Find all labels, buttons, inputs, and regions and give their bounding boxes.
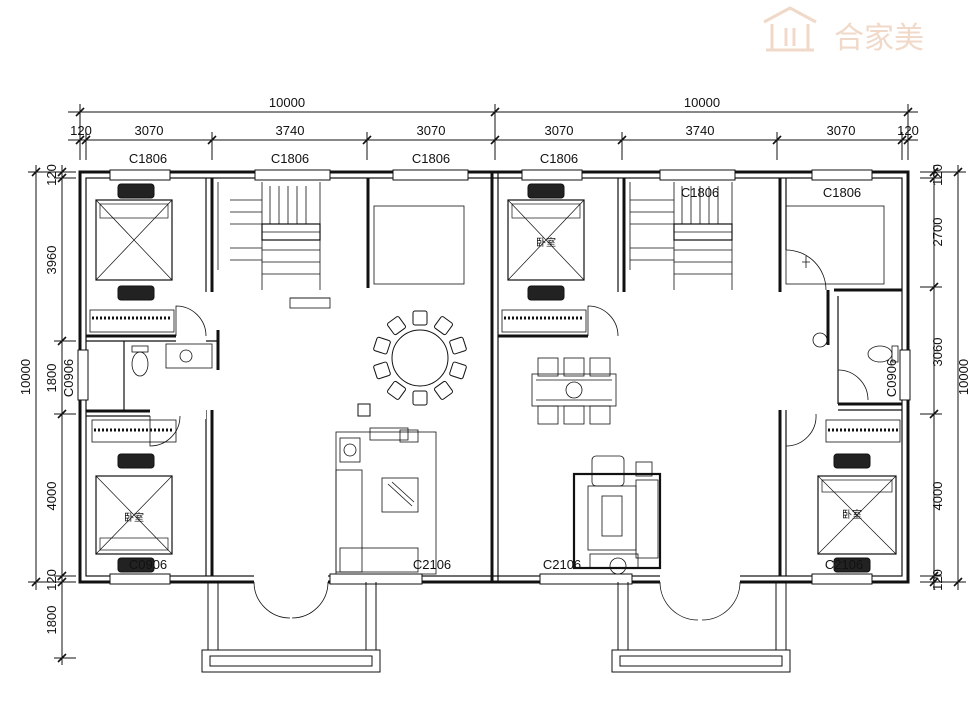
dining-chair	[412, 310, 428, 326]
window-label: C1806	[540, 151, 578, 166]
window-label: C0906	[129, 557, 167, 572]
house-logo-icon	[763, 6, 817, 52]
stairs-right	[629, 182, 733, 290]
dim-left-seg: 4000	[44, 482, 59, 511]
bedroom-label: 卧室	[842, 508, 862, 521]
bedroom-label: 卧室	[536, 236, 556, 249]
dim-top-seg: 3070	[545, 123, 574, 138]
dining-chair	[412, 390, 428, 406]
dining-chair	[387, 316, 406, 336]
stairs-left	[217, 182, 321, 290]
windows	[77, 169, 911, 585]
dim-top-seg: 3070	[417, 123, 446, 138]
dim-top-seg: 3070	[135, 123, 164, 138]
dining-chair	[387, 380, 406, 400]
dining-chair	[434, 316, 453, 336]
window-label: C2106	[413, 557, 451, 572]
dim-top-seg: 3740	[686, 123, 715, 138]
dining-table-round	[357, 310, 467, 417]
bathroom-left	[131, 343, 213, 377]
bathroom-right	[802, 256, 899, 363]
living-sofa-left	[335, 427, 437, 575]
dim-right-total: 10000	[956, 359, 970, 395]
watermark-brand: 合家美	[834, 21, 924, 56]
window-label: C2106	[543, 557, 581, 572]
dim-right-seg: 120	[930, 164, 945, 186]
dim-top-seg: 120	[897, 123, 919, 138]
porches	[201, 582, 791, 673]
watermark-logo: 合家美	[763, 6, 924, 56]
bedroom-bottom-right: 卧室	[817, 419, 901, 573]
bedroom-top-right: 卧室	[501, 183, 587, 333]
window-label: C1806	[271, 151, 309, 166]
dim-left-total: 10000	[18, 359, 33, 395]
dining-chair	[434, 380, 453, 400]
door-swings	[149, 249, 869, 621]
dim-right-seg: 4000	[930, 482, 945, 511]
dining-chair	[449, 361, 467, 380]
dining-chair	[373, 336, 391, 355]
dim-top-total-right: 10000	[684, 95, 720, 110]
dimension-labels: 10000 10000 120 3070 3740 3070 3070 3740…	[18, 95, 970, 634]
bedroom-label: 卧室	[124, 511, 144, 524]
window-label: C2106	[825, 557, 863, 572]
dim-top-seg: 3740	[276, 123, 305, 138]
dim-top-seg: 3070	[827, 123, 856, 138]
dim-left-seg: 120	[44, 164, 59, 186]
window-label: C1806	[129, 151, 167, 166]
dim-right-seg: 2700	[930, 218, 945, 247]
dining-table-rect	[531, 357, 617, 425]
window-labels: C1806 C1806 C1806 C1806 C1806 C1806 C090…	[61, 151, 899, 572]
window-label: C1806	[681, 185, 719, 200]
dim-right-seg: 3060	[930, 338, 945, 367]
bedroom-top-left	[89, 183, 175, 333]
window-label: C1806	[823, 185, 861, 200]
bedroom-bottom-left: 卧室	[91, 419, 177, 573]
window-label: C0906	[884, 359, 899, 397]
dim-top-total-left: 10000	[269, 95, 305, 110]
dim-left-seg: 1800	[44, 364, 59, 393]
dim-left-seg: 3960	[44, 246, 59, 275]
dim-top-seg: 120	[70, 123, 92, 138]
dimension-ticks	[31, 107, 963, 663]
window-label: C0906	[61, 359, 76, 397]
dim-left-seg: 120	[44, 569, 59, 591]
door-gaps	[150, 250, 830, 584]
window-label: C1806	[412, 151, 450, 166]
walls	[78, 170, 910, 584]
dim-left-seg: 1800	[44, 606, 59, 635]
dining-chair	[449, 336, 467, 355]
living-sofa-right	[572, 455, 662, 575]
storage-rooms	[289, 205, 885, 309]
dim-right-seg: 120	[930, 569, 945, 591]
dining-chair	[373, 361, 391, 380]
